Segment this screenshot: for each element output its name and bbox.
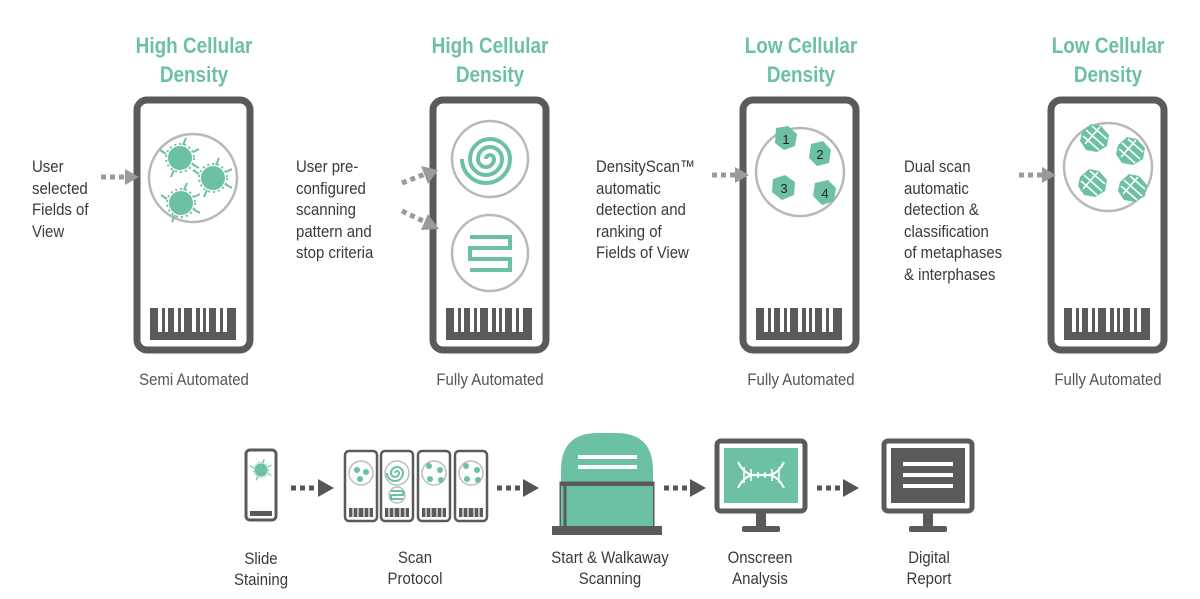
dotted-arrow-icon [664,479,706,497]
ranked-field-1: 1 [775,126,797,150]
spiral-pattern-icon [460,137,513,185]
slide-panel-3: 1 2 3 4 [739,96,860,354]
panel-4-caption: Fully Automated [1054,370,1162,389]
ranked-field-4: 4 [813,180,836,205]
ranked-field-2: 2 [809,141,831,166]
monitor-dna-icon [714,438,808,532]
panel-1-caption: Semi Automated [139,370,249,389]
svg-text:1: 1 [782,132,789,147]
slides-group-icon [343,449,489,523]
panel-3-caption: Fully Automated [747,370,855,389]
svg-text:3: 3 [780,181,787,196]
dotted-arrow-icon [291,479,334,497]
meander-pattern-icon [468,235,512,272]
slide-icon [244,448,278,522]
dotted-arrow-icon [817,479,859,497]
dotted-arrow-icon [497,479,539,497]
slide-panel-4 [1047,96,1168,354]
panel-2-caption: Fully Automated [436,370,544,389]
scanner-icon [552,433,662,535]
monitor-report-icon [881,438,975,532]
arrow-icon [712,167,749,183]
arrow-icon [401,166,438,186]
arrow-icon [101,169,139,185]
svg-text:4: 4 [821,186,828,201]
slide-panel-1 [133,96,254,354]
arrow-icon [1019,167,1056,183]
ranked-field-3: 3 [772,175,795,200]
arrow-icon [400,208,439,230]
svg-text:2: 2 [816,147,823,162]
slide-panel-2 [429,96,550,354]
